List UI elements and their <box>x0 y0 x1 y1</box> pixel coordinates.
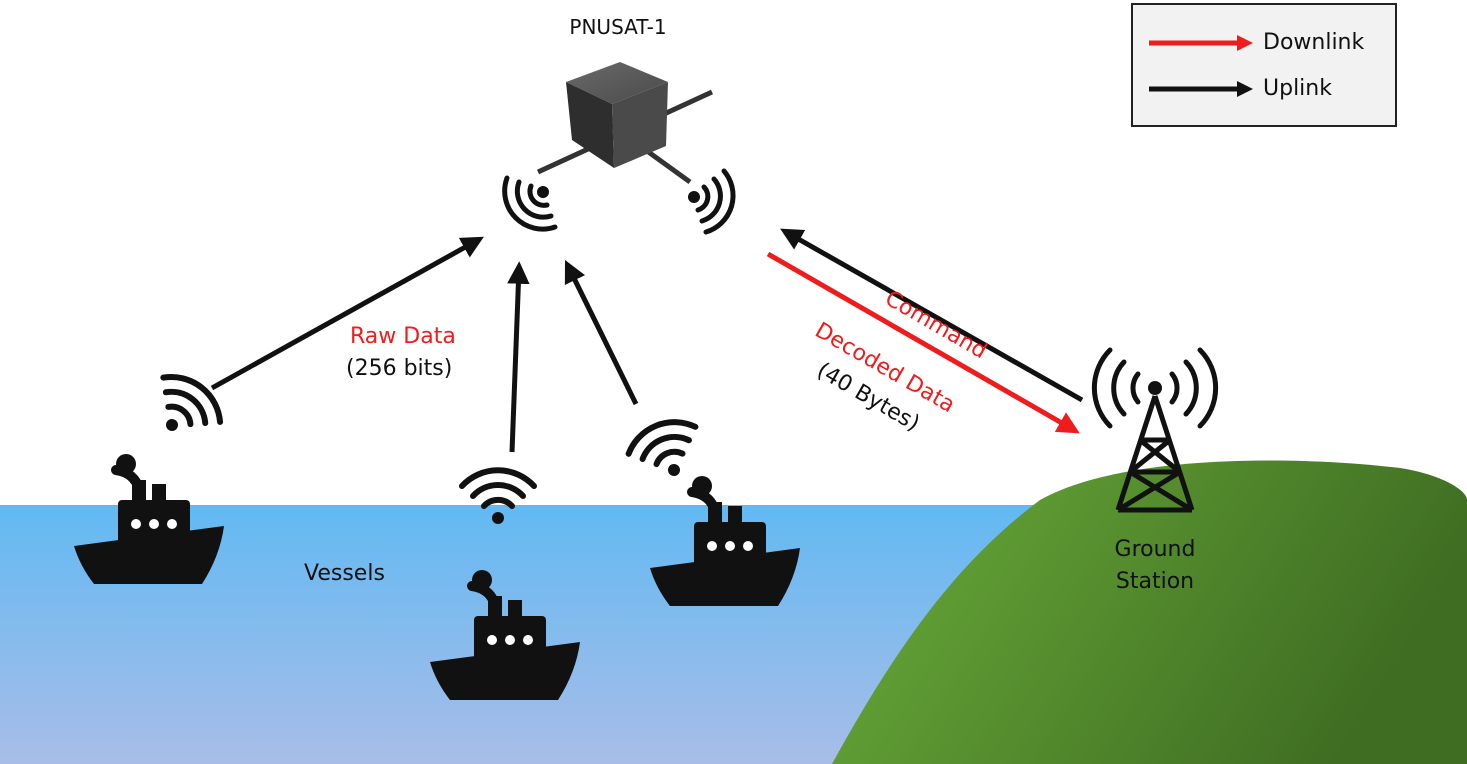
legend-downlink: Downlink <box>1145 29 1389 59</box>
legend-uplink-arrow <box>1149 81 1253 97</box>
uplink-arrow-vessel-1 <box>210 236 484 391</box>
uplink-arrow-vessel-3 <box>564 259 639 406</box>
legend-downlink-label: Downlink <box>1263 30 1365 55</box>
raw-data-label: Raw Data <box>350 324 456 349</box>
satellite-name: PNUSAT-1 <box>569 15 667 39</box>
legend-uplink: Uplink <box>1145 75 1389 105</box>
command-uplink-arrow <box>780 228 1084 403</box>
ground-station-tower-icon <box>1091 347 1219 513</box>
satellite-right-signal-icon <box>688 168 736 235</box>
ground-station-label-line1: Ground <box>1114 537 1196 562</box>
satellite-icon <box>536 62 714 185</box>
ground-station-label-line2: Station <box>1115 569 1195 594</box>
raw-data-size: (256 bits) <box>346 356 453 381</box>
uplink-arrow-vessel-2 <box>507 261 530 453</box>
legend: Downlink Uplink <box>1131 3 1397 127</box>
legend-uplink-label: Uplink <box>1263 76 1332 101</box>
vessel-3-signal-icon <box>623 412 710 489</box>
decoded-data-downlink-arrow <box>766 251 1080 434</box>
satellite-left-signal-icon <box>502 175 558 232</box>
legend-downlink-arrow <box>1149 35 1253 51</box>
vessels-label: Vessels <box>304 561 385 586</box>
land-hill <box>832 460 1467 764</box>
vessel-1-signal-icon <box>140 365 230 452</box>
